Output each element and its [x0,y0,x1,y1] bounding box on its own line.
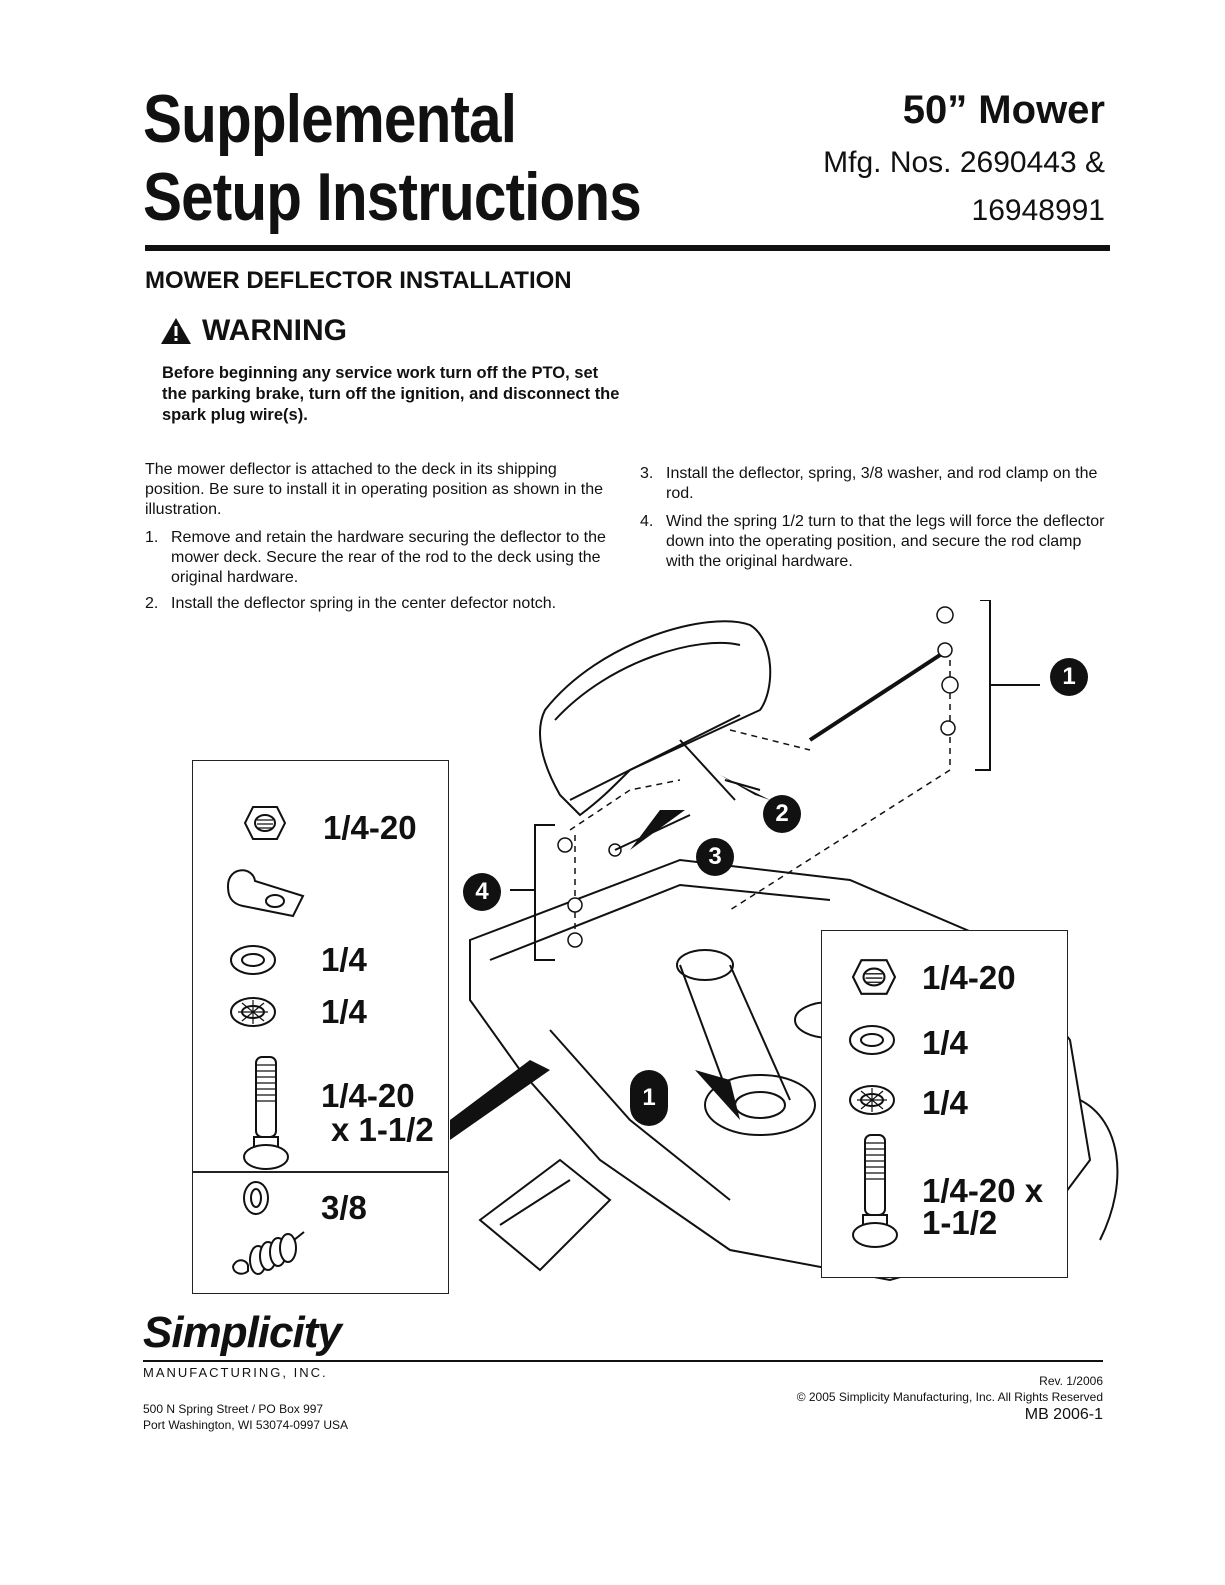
mower-deck-illustration [450,600,1119,1282]
right-column: 3. Install the deflector, spring, 3/8 wa… [640,464,1110,572]
rod-clamp-icon [226,869,305,918]
flat-washer-size-label: 1/4 [321,941,367,978]
nut-size-label: 1/4-20 [323,809,417,846]
step-text: Wind the spring 1/2 turn to that the leg… [666,513,1105,570]
spring-washer-icon [243,1181,269,1215]
bolt-size-label-line-2: x 1-1/2 [331,1111,434,1148]
revision-date: Rev. 1/2006 [1039,1374,1103,1388]
step-2: 2. Install the deflector spring in the c… [145,594,615,614]
lock-washer-size-label: 1/4 [922,1084,968,1121]
hardware-box-left: 1/4-20 1/4 1/4 1/4-20 x 1-1/2 3/8 [192,760,449,1294]
hex-nut-icon [243,806,287,840]
bolt-size-label-line-2: 1-1/2 [922,1204,998,1241]
flat-washer-size-label: 1/4 [922,1024,968,1061]
hardware-box-right: 1/4-20 1/4 1/4 1/4-20 x 1-1/2 [821,930,1068,1278]
step-number: 4. [640,513,654,530]
step-number: 1. [145,529,159,546]
spring-washer-size-label: 3/8 [321,1189,367,1226]
step-1: 1. Remove and retain the hardware securi… [145,528,615,588]
address-line-1: 500 N Spring Street / PO Box 997 [143,1402,324,1416]
callout-1: 1 [1050,658,1088,696]
bolt-size-label-line-1: 1/4-20 [321,1077,415,1114]
carriage-bolt-icon [243,1056,289,1170]
step-3: 3. Install the deflector, spring, 3/8 wa… [640,464,1110,504]
intro-paragraph: The mower deflector is attached to the d… [145,461,604,518]
callout-2: 2 [763,795,801,833]
title-line-1: Supplemental [143,81,517,157]
flat-washer-icon [849,1025,895,1055]
title-line-2: Setup Instructions [143,159,642,235]
hex-nut-icon [851,959,897,995]
hardware-box-divider [193,1171,448,1173]
document-number: MB 2006-1 [1024,1406,1103,1423]
flat-washer-icon [230,945,276,975]
carriage-bolt-icon [852,1134,898,1248]
step-text: Install the deflector spring in the cent… [171,595,557,612]
address-line-2: Port Washington, WI 53074-0997 USA [143,1418,348,1432]
bolt-size-label-line-1: 1/4-20 x [922,1172,1044,1209]
lock-washer-icon [849,1085,895,1115]
product-name: 50” Mower [902,88,1105,132]
simplicity-logo: Simplicity [143,1308,342,1357]
company-name: MANUFACTURING, INC. [143,1365,328,1380]
callout-1-deck: 1 [630,1070,668,1126]
mfg-numbers-line-2: 16948991 [971,194,1105,227]
callout-3: 3 [696,838,734,876]
warning-triangle-icon [161,318,191,344]
warning-title: WARNING [202,314,347,347]
copyright: © 2005 Simplicity Manufacturing, Inc. Al… [796,1390,1103,1404]
step-text: Install the deflector, spring, 3/8 washe… [666,465,1098,502]
nut-size-label: 1/4-20 [922,959,1016,996]
torsion-spring-icon [232,1231,305,1275]
header-rule [145,245,1110,251]
left-column: The mower deflector is attached to the d… [145,460,615,614]
footer-rule [143,1360,1103,1362]
section-heading: MOWER DEFLECTOR INSTALLATION [145,267,572,294]
step-4: 4. Wind the spring 1/2 turn to that the … [640,512,1110,572]
callout-4: 4 [463,873,501,911]
lock-washer-size-label: 1/4 [321,993,367,1030]
step-number: 2. [145,595,159,612]
lock-washer-icon [230,997,276,1027]
step-text: Remove and retain the hardware securing … [171,529,606,586]
mfg-numbers-line-1: Mfg. Nos. 2690443 & [823,146,1105,179]
step-number: 3. [640,465,654,482]
warning-text: Before beginning any service work turn o… [162,364,620,424]
warning-title-row: WARNING [160,314,347,348]
